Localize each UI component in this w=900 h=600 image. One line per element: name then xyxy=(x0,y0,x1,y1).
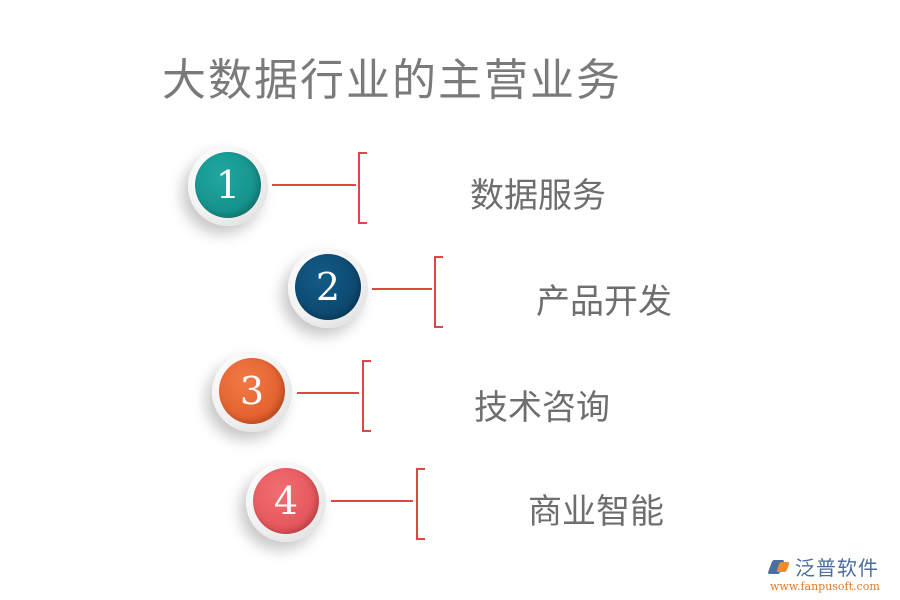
bracket xyxy=(434,256,443,328)
logo-icon xyxy=(767,558,792,576)
number-badge-ring: 4 xyxy=(246,462,326,542)
number-badge: 2 xyxy=(295,254,361,320)
number-badge-ring: 3 xyxy=(212,352,292,432)
logo-url: www.fanpusoft.com xyxy=(770,580,880,593)
bracket xyxy=(416,468,425,540)
number-badge: 3 xyxy=(219,358,285,424)
item-label: 产品开发 xyxy=(536,282,672,322)
item-label: 数据服务 xyxy=(470,176,606,216)
number-badge-ring: 2 xyxy=(288,248,368,328)
item-label: 技术咨询 xyxy=(474,388,610,428)
number-badge: 1 xyxy=(195,152,261,218)
bracket xyxy=(358,152,367,224)
connector-line xyxy=(372,288,432,290)
item-label: 商业智能 xyxy=(528,492,664,532)
number-badge: 4 xyxy=(253,468,319,534)
brand-logo: 泛普软件 www.fanpusoft.com xyxy=(767,552,880,593)
logo-name: 泛普软件 xyxy=(795,556,879,580)
bracket xyxy=(362,360,371,432)
connector-line xyxy=(297,392,359,394)
connector-line xyxy=(272,184,356,186)
number-badge-ring: 1 xyxy=(188,146,268,226)
connector-line xyxy=(331,500,413,502)
diagram-title: 大数据行业的主营业务 xyxy=(162,55,622,106)
